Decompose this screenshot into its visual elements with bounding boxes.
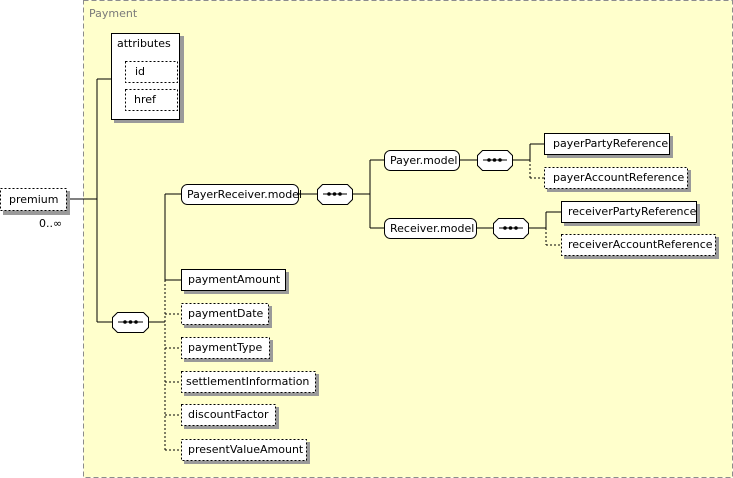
settlement-information-label: settlementInformation (186, 375, 309, 388)
premium-cardinality: 0..∞ (39, 217, 62, 230)
payer-receiver-model-label: PayerReceiver.model (187, 188, 302, 201)
attributes-group[interactable]: attributes id href (111, 33, 185, 124)
premium-element[interactable]: premium (0, 188, 71, 216)
attribute-id[interactable]: id (125, 61, 178, 83)
payment-group-title: Payment (89, 7, 138, 20)
payer-party-reference-label: payerPartyReference (553, 137, 668, 150)
payer-model[interactable]: Payer.model (384, 150, 460, 171)
payment-date-element[interactable]: paymentDate (181, 303, 273, 329)
payment-date-label: paymentDate (188, 307, 264, 320)
payment-amount-label: paymentAmount (188, 273, 281, 286)
sequence-compositor[interactable] (112, 312, 149, 333)
payment-amount-element[interactable]: paymentAmount (181, 269, 290, 295)
payer-party-reference-element[interactable]: payerPartyReference (544, 133, 674, 159)
settlement-information-element[interactable]: settlementInformation (181, 371, 320, 397)
attribute-href[interactable]: href (125, 89, 178, 111)
payer-model-label: Payer.model (390, 154, 457, 167)
receiver-account-reference-element[interactable]: receiverAccountReference (561, 234, 720, 260)
payment-type-label: paymentType (188, 341, 262, 354)
receiver-sequence[interactable] (493, 218, 529, 239)
payer-account-reference-element[interactable]: payerAccountReference (544, 167, 692, 193)
receiver-party-reference-element[interactable]: receiverPartyReference (561, 201, 701, 227)
payer-sequence[interactable] (477, 150, 513, 171)
receiver-model[interactable]: Receiver.model (384, 218, 477, 239)
attribute-href-label: href (134, 93, 157, 106)
payer-receiver-model[interactable]: PayerReceiver.model (181, 184, 303, 205)
attribute-id-label: id (135, 65, 145, 78)
receiver-account-reference-label: receiverAccountReference (568, 238, 713, 251)
present-value-amount-label: presentValueAmount (188, 443, 304, 456)
discount-factor-label: discountFactor (188, 408, 269, 421)
payer-receiver-sequence[interactable] (317, 184, 353, 205)
payment-type-element[interactable]: paymentType (181, 337, 274, 363)
discount-factor-element[interactable]: discountFactor (181, 404, 280, 430)
present-value-amount-element[interactable]: presentValueAmount (181, 439, 311, 465)
payer-account-reference-label: payerAccountReference (553, 171, 685, 184)
receiver-party-reference-label: receiverPartyReference (568, 205, 697, 218)
connector-lines (67, 78, 561, 451)
receiver-model-label: Receiver.model (390, 222, 474, 235)
premium-label: premium (9, 193, 59, 206)
attributes-title: attributes (117, 37, 171, 50)
